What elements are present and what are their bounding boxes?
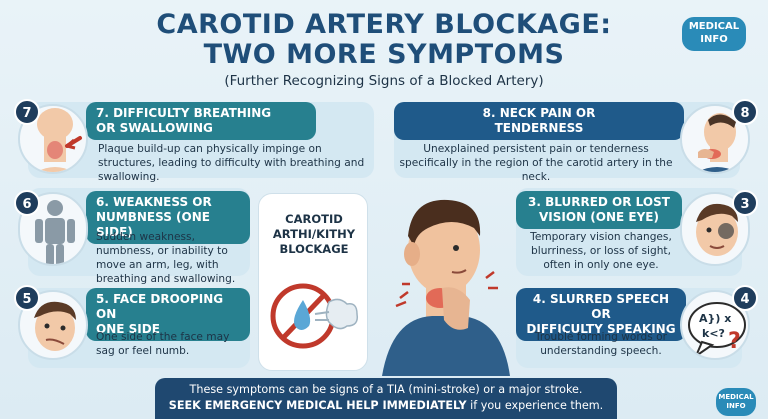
no-breath-icon [270, 283, 359, 349]
card-4-title-line1: 4. SLURRED SPEECH OR [532, 292, 670, 321]
card-3-title-line2: VISION (ONE EYE) [539, 210, 659, 224]
speech-bubble-icon: A}) x k<? ? [680, 290, 750, 360]
symptom-card-8: 8. NECK PAIN OR TENDERNESS Unexplained p… [394, 102, 740, 183]
footer-medical-info-badge: MEDICAL INFO [716, 388, 756, 416]
card-7-heading: 7. DIFFICULTY BREATHING OR SWALLOWING [86, 102, 316, 140]
number-badge-5: 5 [14, 285, 40, 311]
blurred-eye-icon [680, 192, 750, 266]
page-title-line1: CAROTID ARTERY BLOCKAGE: [156, 9, 612, 40]
footer-emphasis: SEEK EMERGENCY MEDICAL HELP IMMEDIATELY [168, 399, 467, 412]
card-6-title-line2: NUMBNESS (ONE SIDE) [96, 210, 210, 239]
card-5-text: One side of the face may sag or feel num… [96, 331, 230, 357]
badge-line2: INFO [700, 34, 728, 45]
carotid-blockage-panel: CAROTID ARTHI/KITHY BLOCKAGE [258, 193, 368, 371]
card-8-text: Unexplained persistent pain or tendernes… [399, 143, 673, 183]
number-badge-3: 3 [732, 190, 758, 216]
footer-badge-line1: MEDICAL [718, 393, 754, 401]
page-title-line2: TWO MORE SYMPTOMS [203, 39, 565, 70]
question-mark: ? [728, 329, 741, 354]
number-badge-7: 7 [14, 99, 40, 125]
card-3-text: Temporary vision changes, blurriness, or… [530, 231, 672, 271]
footer-line2-rest: if you experience them. [466, 399, 604, 412]
speech-line1: A}) x [699, 312, 731, 325]
man-holding-neck-illustration [382, 199, 510, 376]
number-badge-4: 4 [732, 285, 758, 311]
card-8-title-line1: 8. NECK PAIN OR [482, 106, 596, 120]
throat-icon [18, 104, 88, 174]
card-7-title-line1: 7. DIFFICULTY BREATHING [96, 106, 272, 120]
card-5-heading: 5. FACE DROOPING ON ONE SIDE [86, 288, 250, 341]
number-badge-6: 6 [14, 190, 40, 216]
center-line3: BLOCKAGE [279, 242, 349, 256]
card-7-text: Plaque build-up can physically impinge o… [98, 143, 365, 183]
card-5-title-line2: ONE SIDE [96, 322, 160, 336]
page-subtitle: (Further Recognizing Signs of a Blocked … [224, 73, 544, 89]
speech-line2: k<? [702, 327, 725, 340]
footer-line2: SEEK EMERGENCY MEDICAL HELP IMMEDIATELY … [155, 399, 617, 412]
badge-line1: MEDICAL [688, 21, 740, 32]
center-line2: ARTHI/KITHY [272, 227, 356, 241]
card-8-heading: 8. NECK PAIN OR TENDERNESS [394, 102, 684, 140]
card-5-title-line1: 5. FACE DROOPING ON [96, 292, 224, 321]
footer-badge-line2: INFO [726, 402, 746, 410]
card-6-title-line1: 6. WEAKNESS OR [96, 195, 212, 209]
symptom-card-7: 7. DIFFICULTY BREATHING OR SWALLOWING Pl… [28, 102, 374, 183]
footer-line1: These symptoms can be signs of a TIA (mi… [189, 383, 583, 396]
card-4-text: Trouble forming words or understanding s… [535, 331, 667, 357]
card-3-title-line1: 3. BLURRED OR LOST [528, 195, 670, 209]
card-8-title-line2: TENDERNESS [494, 121, 584, 135]
card-6-text: Sudden weakness, numbness, or inability … [96, 231, 236, 285]
card-3-heading: 3. BLURRED OR LOST VISION (ONE EYE) [516, 191, 682, 229]
card-6-heading: 6. WEAKNESS OR NUMBNESS (ONE SIDE) [86, 191, 250, 244]
medical-info-badge: MEDICAL INFO [682, 17, 746, 51]
number-badge-8: 8 [732, 99, 758, 125]
card-4-heading: 4. SLURRED SPEECH OR DIFFICULTY SPEAKING [516, 288, 686, 341]
card-7-title-line2: OR SWALLOWING [96, 121, 213, 135]
center-line1: CAROTID [285, 212, 343, 226]
emergency-footer: These symptoms can be signs of a TIA (mi… [155, 378, 617, 419]
card-4-title-line2: DIFFICULTY SPEAKING [526, 322, 676, 336]
